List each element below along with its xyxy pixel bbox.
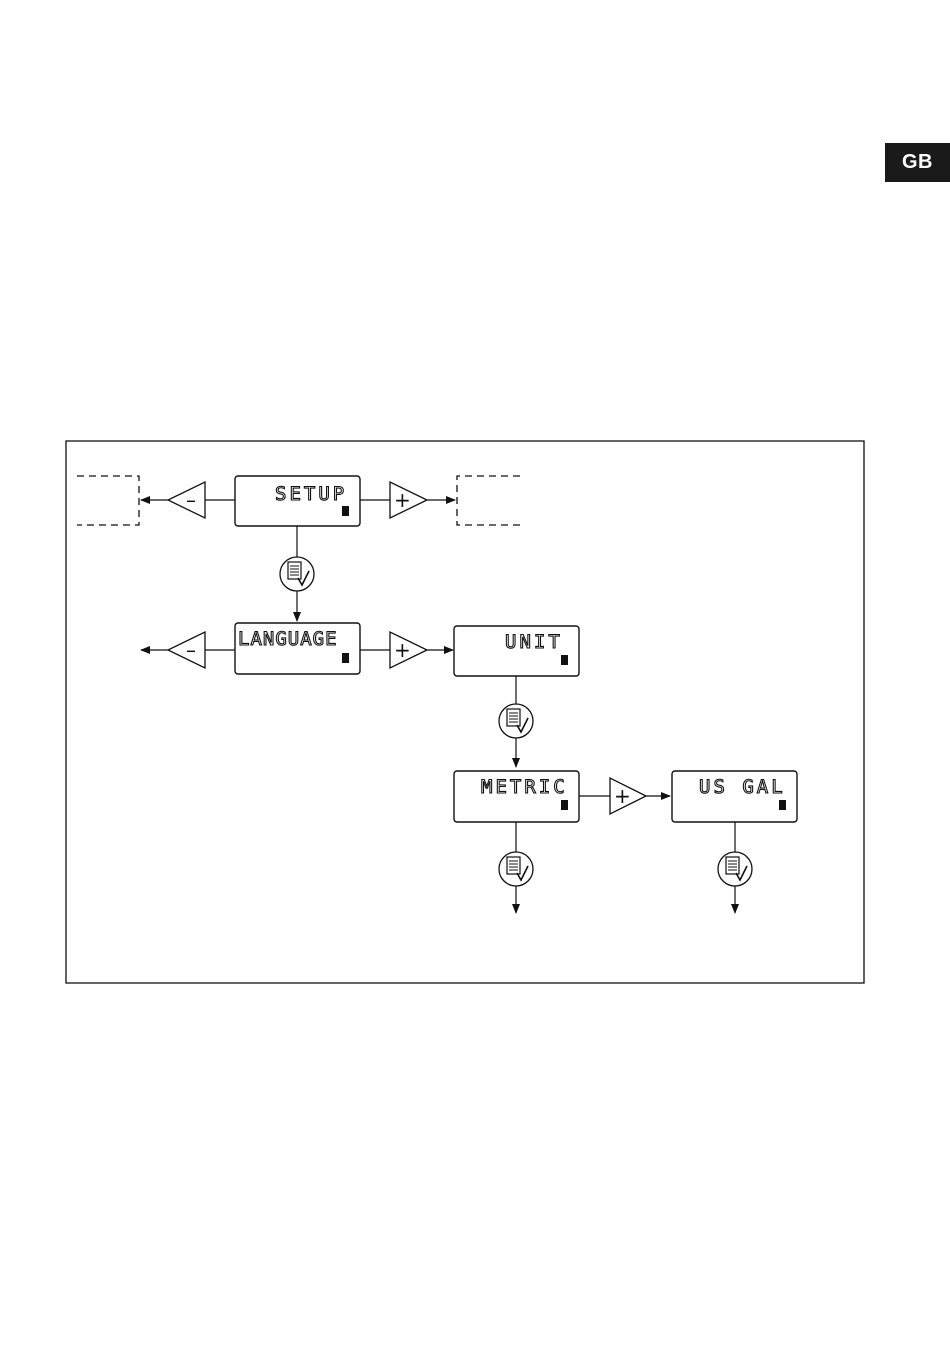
confirm-icon[interactable] [499,704,533,738]
minus-button-label: – [186,638,196,662]
previous-menu-placeholder [77,476,139,525]
diagram-frame [66,441,864,983]
plus-button-label: + [394,638,411,662]
metric-screen-text: METRIC [481,776,568,798]
minus-button[interactable]: – [168,632,205,668]
plus-button-label: + [614,784,631,808]
confirm-icon[interactable] [280,557,314,591]
plus-button[interactable]: + [390,482,427,518]
plus-button[interactable]: + [610,778,646,814]
metric-screen: METRIC [454,771,579,822]
setup-screen: SETUP [235,476,360,526]
plus-button-label: + [394,488,411,512]
minus-button[interactable]: – [168,482,205,518]
unit-screen: UNIT [454,626,579,676]
plus-button[interactable]: + [390,632,427,668]
battery-icon [561,655,568,665]
language-screen-text: LANGUAGE [238,628,338,650]
setup-screen-text: SETUP [275,483,347,505]
unit-screen-text: UNIT [505,631,563,653]
confirm-icon[interactable] [718,852,752,886]
battery-icon [342,653,349,663]
us-gal-screen: US GAL [672,771,797,822]
minus-button-label: – [186,488,196,512]
confirm-icon[interactable] [499,852,533,886]
battery-icon [342,506,349,516]
battery-icon [779,800,786,810]
us-gal-screen-text: US GAL [699,776,786,798]
battery-icon [561,800,568,810]
language-screen: LANGUAGE [235,623,360,674]
next-menu-placeholder [457,476,520,525]
